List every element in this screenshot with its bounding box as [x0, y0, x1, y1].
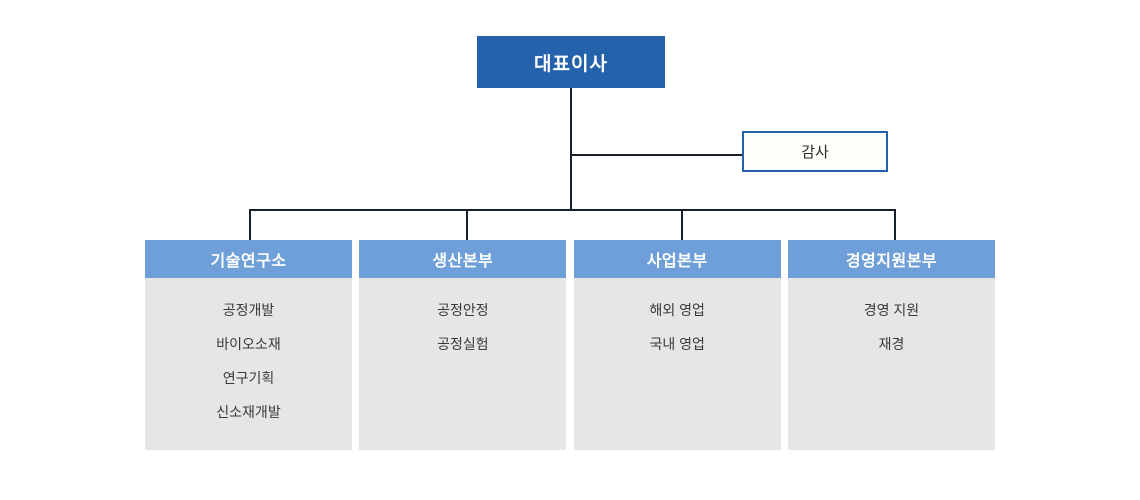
division-columns: 기술연구소 공정개발 바이오소재 연구기획 신소재개발 생산본부 공정안정 공정… — [145, 240, 995, 450]
division-header-3[interactable]: 사업본부 — [573, 240, 781, 278]
team-item[interactable]: 신소재개발 — [216, 404, 281, 420]
node-auditor-label: 감사 — [801, 144, 829, 161]
division-column-4: 경영지원본부 경영 지원 재경 — [787, 240, 995, 450]
division-header-4-label: 경영지원본부 — [845, 253, 938, 270]
connector-drop-division-1 — [249, 209, 251, 240]
team-item[interactable]: 연구기획 — [222, 370, 275, 386]
division-column-3: 사업본부 해외 영업 국내 영업 — [573, 240, 781, 450]
connector-ceo-stem — [570, 88, 572, 211]
node-ceo[interactable]: 대표이사 — [477, 36, 665, 88]
division-body-4: 경영 지원 재경 — [787, 278, 995, 450]
division-header-1[interactable]: 기술연구소 — [145, 240, 352, 278]
node-auditor[interactable]: 감사 — [742, 131, 888, 172]
node-ceo-label: 대표이사 — [534, 53, 608, 75]
team-item[interactable]: 재경 — [878, 336, 905, 352]
team-item[interactable]: 공정안정 — [437, 302, 489, 318]
team-item[interactable]: 해외 영업 — [649, 302, 705, 318]
connector-auditor-branch — [570, 154, 743, 156]
team-item[interactable]: 바이오소재 — [216, 336, 281, 352]
division-column-2: 생산본부 공정안정 공정실험 — [359, 240, 567, 450]
division-body-1: 공정개발 바이오소재 연구기획 신소재개발 — [145, 278, 352, 450]
connector-division-bus — [250, 209, 896, 211]
division-header-2[interactable]: 생산본부 — [359, 240, 567, 278]
division-header-1-label: 기술연구소 — [210, 253, 287, 270]
team-item[interactable]: 공정실험 — [437, 336, 489, 352]
division-body-2: 공정안정 공정실험 — [359, 278, 567, 450]
connector-drop-division-3 — [681, 209, 683, 240]
division-header-4[interactable]: 경영지원본부 — [787, 240, 995, 278]
connector-drop-division-4 — [894, 209, 896, 240]
team-item[interactable]: 국내 영업 — [649, 336, 705, 352]
division-header-3-label: 사업본부 — [646, 253, 708, 270]
division-column-1: 기술연구소 공정개발 바이오소재 연구기획 신소재개발 — [145, 240, 352, 450]
team-item[interactable]: 경영 지원 — [863, 302, 920, 318]
division-header-2-label: 생산본부 — [432, 253, 494, 270]
team-item[interactable]: 공정개발 — [222, 302, 275, 318]
division-body-3: 해외 영업 국내 영업 — [573, 278, 781, 450]
connector-drop-division-2 — [466, 209, 468, 240]
